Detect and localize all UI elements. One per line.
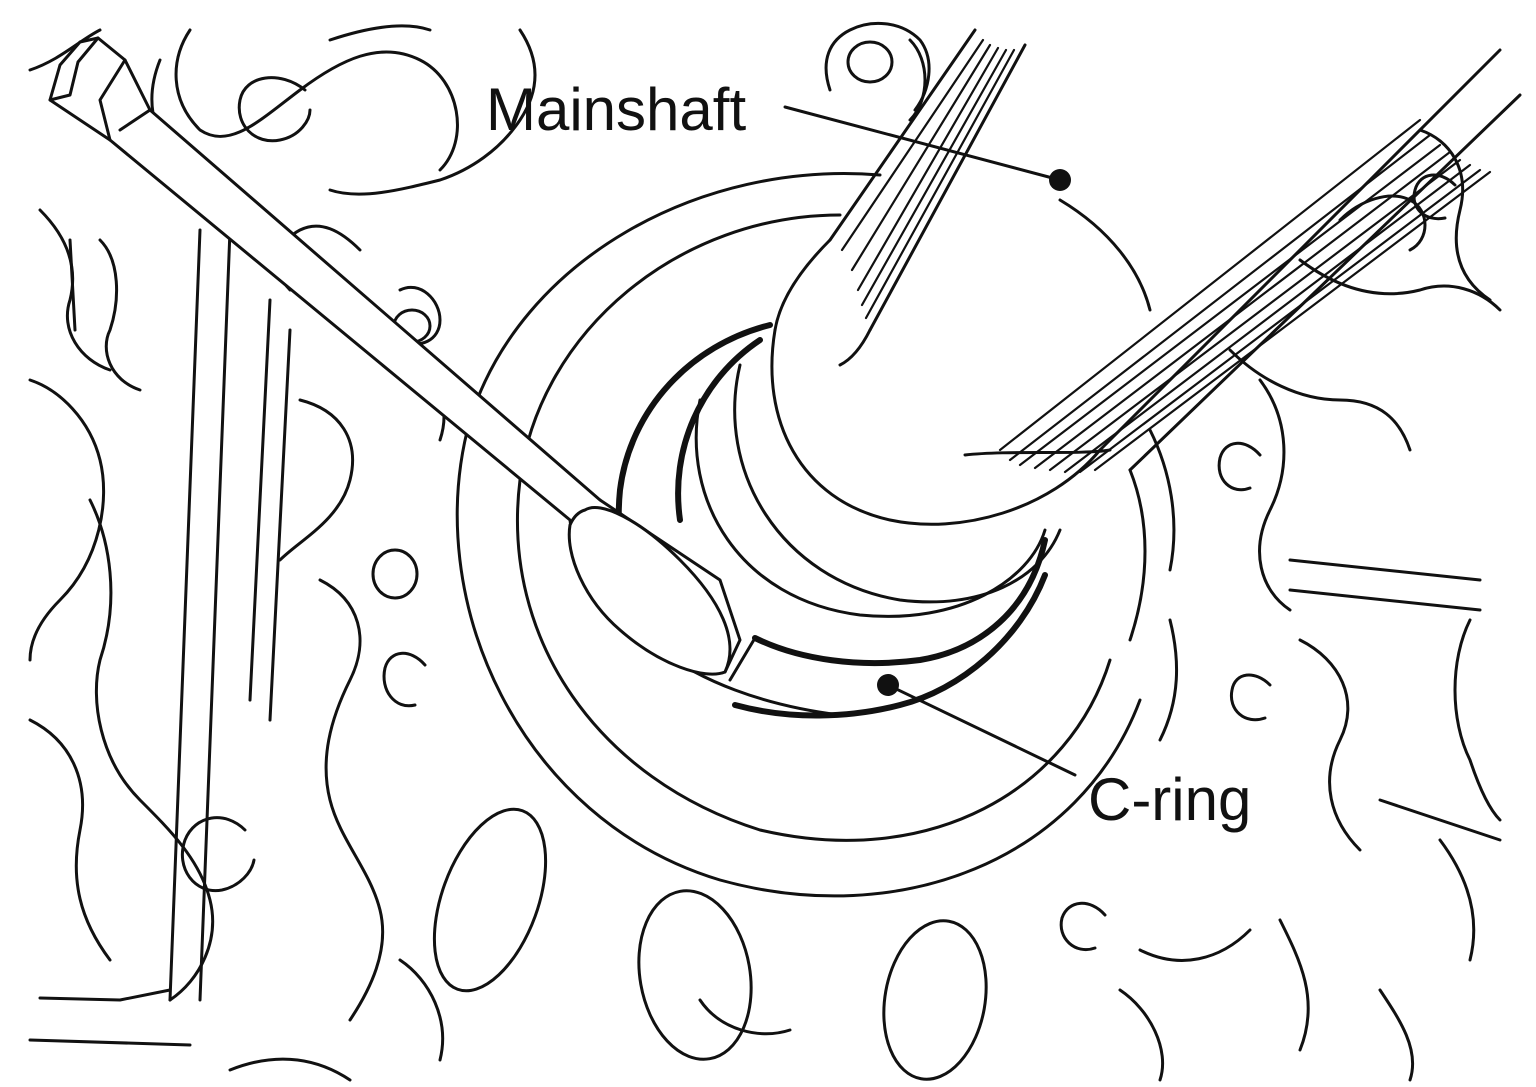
case-recesses — [432, 807, 988, 1081]
c-ring-leader-line — [886, 683, 1077, 777]
mainshaft-leader-line — [783, 105, 1062, 182]
bearing-bore — [455, 172, 1152, 898]
c-ring-leader-dot — [877, 674, 899, 696]
bolt-holes — [180, 40, 1457, 951]
mainshaft — [694, 28, 1522, 618]
pry-tool — [48, 36, 742, 676]
mainshaft-leader-dot — [1049, 169, 1071, 191]
c-ring-label: C-ring — [1088, 766, 1252, 833]
callouts — [783, 105, 1077, 777]
case-casting-outline — [28, 21, 1502, 1082]
mainshaft-label: Mainshaft — [486, 76, 747, 143]
